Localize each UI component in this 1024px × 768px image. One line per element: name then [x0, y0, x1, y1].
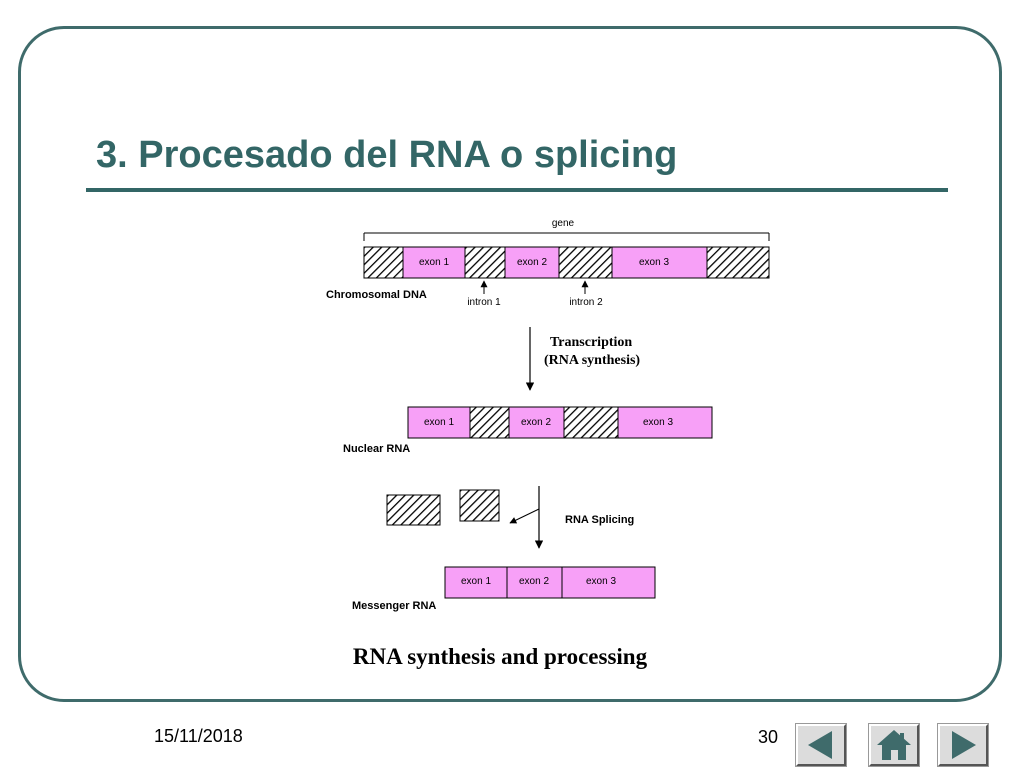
dna-exon-2 [504, 246, 560, 279]
title-underline [86, 188, 948, 192]
gene-label: gene [552, 218, 575, 229]
chromosomal-dna-bar [363, 246, 770, 279]
previous-slide-button[interactable] [795, 723, 847, 767]
messenger-rna-label: Messenger RNA [352, 600, 436, 612]
slide-title: 3. Procesado del RNA o splicing [96, 134, 678, 176]
rna-synthesis-label: (RNA synthesis) [544, 353, 640, 368]
next-slide-button[interactable] [937, 723, 989, 767]
nuclear-exon-3-label: exon 3 [643, 417, 673, 428]
nuclear-exon-2 [508, 406, 565, 439]
intron-2-label: intron 2 [569, 297, 603, 308]
excised-intron-2 [459, 489, 500, 522]
intron-1-label: intron 1 [467, 297, 501, 308]
mrna-exon-3 [561, 566, 656, 599]
slide-frame [18, 26, 1002, 702]
nuclear-exon-3 [617, 406, 713, 439]
nuclear-exon-2-label: exon 2 [521, 417, 551, 428]
transcription-label: Transcription [550, 335, 632, 350]
excised-intron-1 [386, 494, 441, 526]
home-icon [877, 730, 911, 760]
dna-exon-1-label: exon 1 [419, 257, 449, 268]
mrna-exon-1-label: exon 1 [461, 576, 491, 587]
nuclear-rna-label: Nuclear RNA [343, 443, 410, 455]
messenger-rna-bar [444, 566, 656, 599]
nuclear-rna-bar [407, 406, 713, 439]
slide-date: 15/11/2018 [154, 726, 243, 746]
intron-removal-arrow [509, 508, 540, 524]
right-triangle-icon [952, 731, 976, 759]
diagram-caption: RNA synthesis and processing [353, 644, 648, 669]
nuclear-exon-1 [407, 406, 471, 439]
mrna-exon-3-label: exon 3 [586, 576, 616, 587]
gene-bracket [363, 232, 770, 241]
dna-exon-2-label: exon 2 [517, 257, 547, 268]
mrna-exon-1 [444, 566, 508, 599]
dna-exon-3-label: exon 3 [639, 257, 669, 268]
rna-splicing-label: RNA Splicing [565, 514, 634, 526]
chromosomal-dna-label: Chromosomal DNA [326, 289, 427, 301]
slide-page-number: 30 [758, 727, 779, 747]
dna-exon-3 [611, 246, 708, 279]
home-button[interactable] [868, 723, 920, 767]
mrna-exon-2-label: exon 2 [519, 576, 549, 587]
nuclear-exon-1-label: exon 1 [424, 417, 454, 428]
mrna-exon-2 [506, 566, 563, 599]
left-triangle-icon [808, 731, 832, 759]
dna-exon-1 [402, 246, 466, 279]
